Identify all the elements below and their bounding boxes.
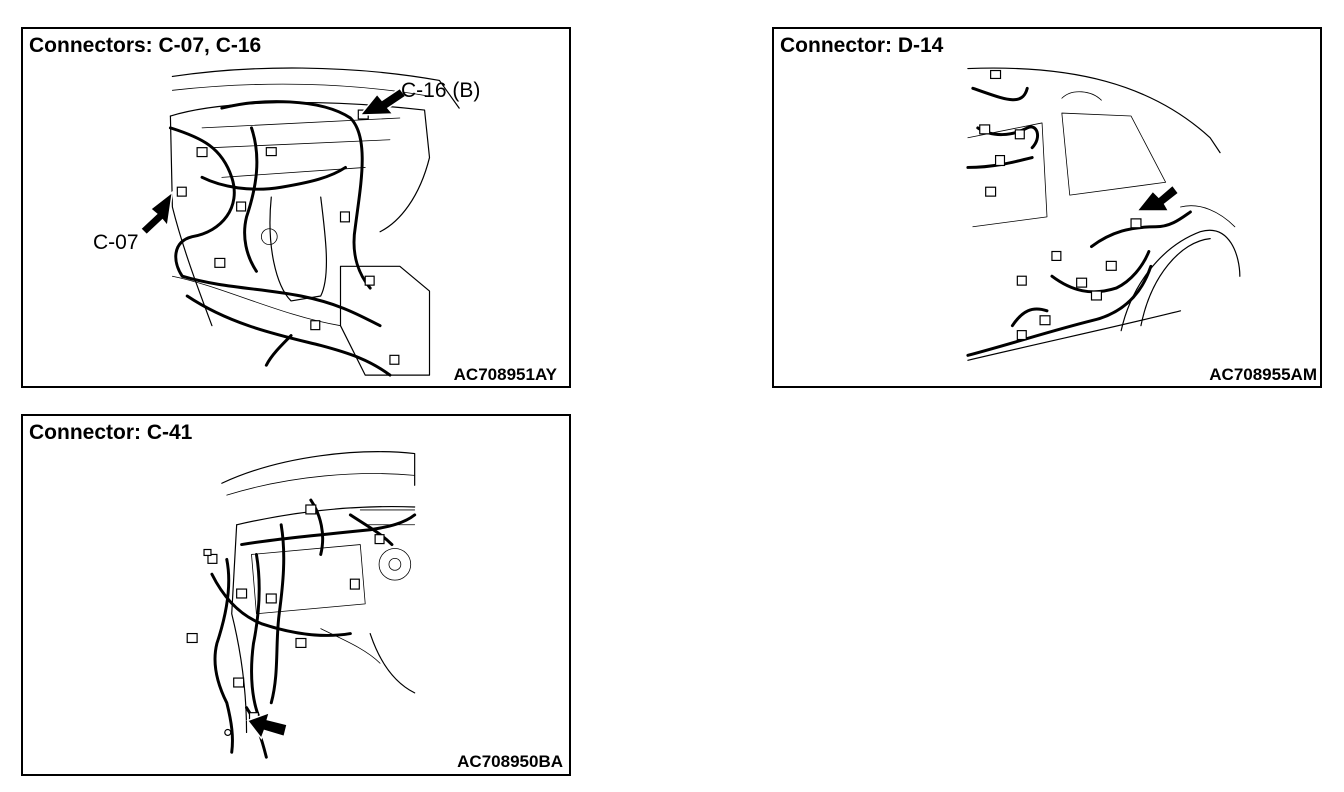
- panel-title: Connector: D-14: [780, 34, 944, 57]
- callout-label-c16: C-16 (B): [401, 79, 481, 102]
- diagram-panel-c07-c16: Connectors: C-07, C-16 C-16 (B) C-07 AC7…: [21, 27, 571, 388]
- figure-code: AC708951AY: [453, 365, 557, 384]
- dashboard-wiring-drawing: [139, 67, 460, 377]
- figure-code: AC708955AM: [1209, 365, 1317, 384]
- instrument-panel-wiring-drawing: [186, 451, 417, 759]
- arrow-pointer-icon: [358, 87, 407, 116]
- arrow-pointer-icon: [1135, 184, 1180, 212]
- figure-code: AC708950BA: [457, 752, 563, 771]
- diagram-panel-d14: Connector: D-14 AC708955AM: [772, 27, 1322, 388]
- arrow-pointer-icon: [139, 190, 174, 236]
- panel-title: Connector: C-41: [29, 421, 193, 444]
- callout-label-c07: C-07: [93, 231, 139, 254]
- panel-title: Connectors: C-07, C-16: [29, 34, 262, 57]
- rear-body-wiring-drawing: [966, 67, 1241, 361]
- arrow-pointer-icon: [246, 711, 288, 740]
- diagram-panel-c41: Connector: C-41 AC708950BA: [21, 414, 571, 776]
